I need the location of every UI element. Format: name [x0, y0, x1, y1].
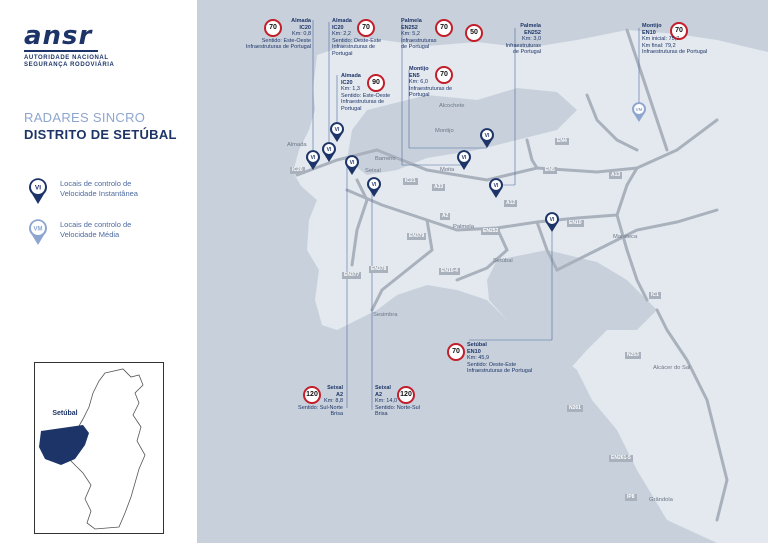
- logo-subtitle-1: AUTORIDADE NACIONAL: [24, 55, 109, 61]
- page-title-line1: RADARES SINCRO: [24, 110, 146, 125]
- svg-text:VI: VI: [335, 127, 340, 133]
- place-barreiro: Barreiro: [375, 156, 396, 162]
- logo-subtitle-2: SEGURANÇA RODOVIÁRIA: [24, 62, 115, 68]
- radar-pins: VI VI VI VI VI VI VI VI VI VM: [306, 102, 646, 232]
- inset-label: Setúbal: [52, 410, 77, 417]
- legend-item-vm: VM Locais de controlo de Velocidade Médi…: [26, 218, 186, 248]
- place-palmela: Palmela: [453, 224, 474, 230]
- road-en5: EN5: [543, 167, 557, 174]
- district-map: VI VI VI VI VI VI VI VI VI VM Almada Alc…: [197, 0, 768, 543]
- portugal-outline: Setúbal: [39, 368, 146, 530]
- road-en379: EN379: [407, 233, 427, 240]
- legend-vm-line1: Locais de controlo de: [60, 220, 132, 229]
- legend-vm-line2: Velocidade Média: [60, 230, 120, 239]
- legend-item-vi: VI Locais de controlo de Velocidade Inst…: [26, 177, 186, 207]
- speed-sign-almada-2: 70: [357, 19, 375, 37]
- road-en10-4: EN10-4: [439, 268, 460, 275]
- place-alcochete: Alcochete: [439, 103, 465, 109]
- page-title-line2: DISTRITO DE SETÚBAL: [24, 127, 177, 142]
- place-seixal: Seixal: [365, 168, 381, 174]
- road-ip8: IP8: [625, 494, 637, 501]
- svg-text:VM: VM: [636, 107, 643, 112]
- svg-text:VM: VM: [34, 227, 43, 233]
- svg-text:VI: VI: [35, 185, 41, 192]
- speed-sign-almada-3: 90: [367, 74, 385, 92]
- speed-sign-palmela-2: 50: [465, 24, 483, 42]
- svg-text:VI: VI: [350, 160, 355, 166]
- speed-sign-setubal-1: 70: [447, 343, 465, 361]
- road-ic21: IC21: [403, 178, 418, 185]
- road-en378: EN378: [369, 266, 389, 273]
- place-almada: Almada: [287, 142, 307, 148]
- place-grandola: Grândola: [649, 497, 673, 503]
- logo-underline: [24, 50, 98, 52]
- callout-almada-3: Almada IC20 Km: 1,3 Sentido: Este-Oeste …: [341, 73, 391, 112]
- vm-pin-icon: VM: [29, 219, 47, 245]
- speed-sign-almada-1: 70: [264, 19, 282, 37]
- road-en261-5: EN261-5: [609, 455, 633, 462]
- speed-sign-montijo-1: 70: [435, 66, 453, 84]
- road-n253: N253: [625, 352, 641, 359]
- speed-sign-palmela-1: 70: [435, 19, 453, 37]
- sidebar: ansr AUTORIDADE NACIONAL SEGURANÇA RODOV…: [0, 0, 197, 543]
- road-a12: A12: [504, 200, 518, 207]
- road-en252: EN252: [481, 228, 501, 235]
- road-ic20: IC20: [290, 167, 305, 174]
- road-en4: EN4: [555, 138, 569, 145]
- callout-seixal-1: Seixal A2 Km: 8,8 Sentido: Sul-Norte Bri…: [298, 385, 343, 418]
- road-ic1: IC1: [649, 292, 661, 299]
- portugal-inset-map: Setúbal: [34, 362, 164, 534]
- speed-sign-seixal-1: 120: [303, 386, 321, 404]
- place-alcacer-do-sal: Alcácer do Sal: [653, 365, 691, 371]
- legend-vi-line1: Locais de controlo de: [60, 179, 132, 188]
- road-a33: A33: [432, 184, 446, 191]
- svg-text:VI: VI: [311, 155, 316, 161]
- svg-text:VI: VI: [494, 183, 499, 189]
- svg-text:VI: VI: [550, 217, 555, 223]
- place-sesimbra: Sesimbra: [373, 312, 398, 318]
- callout-almada-1: Almada IC20 Km: 0,8 Sentido: Este-Oeste …: [245, 18, 311, 51]
- place-setubal: Setúbal: [493, 258, 513, 264]
- svg-text:VI: VI: [462, 155, 467, 161]
- place-montijo: Montijo: [435, 128, 454, 134]
- road-a13: A13: [609, 172, 623, 179]
- map-canvas: VI VI VI VI VI VI VI VI VI VM: [197, 0, 768, 543]
- road-en377: EN377: [342, 272, 362, 279]
- ansr-logo: ansr AUTORIDADE NACIONAL SEGURANÇA RODOV…: [24, 21, 144, 72]
- road-a2: A2: [440, 213, 451, 220]
- callout-montijo-2: Montijo EN10 Km inicial: 75,7 Km final: …: [642, 23, 708, 56]
- place-marateca: Marateca: [613, 234, 638, 240]
- speed-sign-seixal-2: 120: [397, 386, 415, 404]
- road-en10: EN10: [567, 220, 584, 227]
- vi-pin-icon: VI: [29, 178, 47, 204]
- callout-almada-2: Almada IC20 Km: 2,2 Sentido: Oeste-Este …: [332, 18, 382, 57]
- callout-seixal-2: Seixal A2 Km: 14,0 Sentido: Norte-Sul Br…: [375, 385, 420, 418]
- callout-palmela-1: Palmela EN252 Km: 5,2 Infraestruturas de…: [401, 18, 437, 51]
- place-moita: Moita: [440, 167, 455, 173]
- svg-text:VI: VI: [372, 182, 377, 188]
- legend-vi-line2: Velocidade Instantânea: [60, 189, 138, 198]
- callout-palmela-2: Palmela EN252 Km: 3,0 Infraestruturas de…: [505, 23, 541, 56]
- callout-montijo-1: Montijo EN5 Km: 6,0 Infraestruturas de P…: [409, 66, 453, 99]
- logo-mark: ansr: [24, 21, 93, 51]
- callout-setubal-1: Setúbal EN10 Km: 45,9 Sentido: Oeste-Est…: [467, 342, 533, 375]
- svg-text:VI: VI: [485, 133, 490, 139]
- svg-text:VI: VI: [327, 147, 332, 153]
- road-n261: N261: [567, 405, 583, 412]
- speed-sign-montijo-2: 70: [670, 22, 688, 40]
